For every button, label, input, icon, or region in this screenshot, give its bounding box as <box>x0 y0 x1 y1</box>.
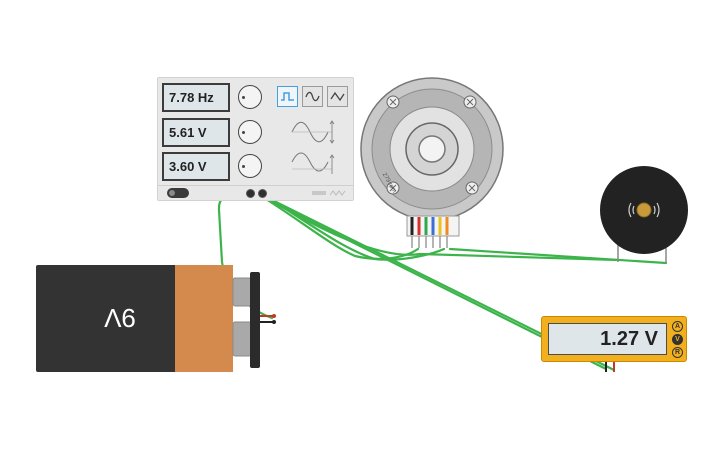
motor-shaft <box>418 135 446 163</box>
mode-voltmeter-button[interactable]: V <box>672 334 683 345</box>
frequency-display: 7.78 Hz <box>162 83 230 112</box>
battery-label: 9V <box>104 303 136 334</box>
sine-wave-icon <box>305 91 320 102</box>
battery-lead-red-tip <box>272 314 276 318</box>
wire-fg-to-motor-a <box>256 192 420 260</box>
dc-motor[interactable] <box>360 77 504 248</box>
square-wave-icon <box>281 92 294 101</box>
triangle-wave-button[interactable] <box>327 86 348 107</box>
brand-logo-icon <box>312 190 346 196</box>
frequency-knob[interactable] <box>238 85 262 109</box>
multimeter-probes <box>605 362 615 372</box>
mode-ammeter-button[interactable]: A <box>672 321 683 332</box>
battery-9v[interactable] <box>36 265 276 372</box>
multimeter[interactable]: 1.27 V A V R <box>541 316 687 362</box>
wires <box>217 192 668 372</box>
amplitude-display: 5.61 V <box>162 118 230 147</box>
output-terminal-positive[interactable] <box>246 189 255 198</box>
amplitude-knob[interactable] <box>238 120 262 144</box>
output-terminal-negative[interactable] <box>258 189 267 198</box>
amplitude-sine-icon <box>291 120 335 144</box>
battery-terminal-bottom <box>232 321 252 357</box>
sine-wave-button[interactable] <box>302 86 323 107</box>
buzzer-center <box>636 202 652 218</box>
battery-cap <box>175 265 233 372</box>
battery-connector-plate <box>250 272 260 368</box>
battery-body <box>36 265 178 372</box>
function-generator[interactable]: 7.78 Hz 5.61 V 3.60 V <box>157 77 354 201</box>
function-generator-footer <box>158 185 353 200</box>
dc-offset-knob[interactable] <box>238 154 262 178</box>
mode-ohmmeter-button[interactable]: R <box>672 347 683 358</box>
offset-sine-icon <box>291 152 335 174</box>
triangle-wave-icon <box>330 91 345 102</box>
battery-lead-black-tip <box>272 320 276 324</box>
piezo-buzzer[interactable] <box>600 166 688 264</box>
sound-waves-icon <box>628 202 660 218</box>
multimeter-display: 1.27 V <box>548 323 667 355</box>
power-toggle[interactable] <box>167 188 189 198</box>
wire-motor-to-buzzer <box>448 247 668 265</box>
motor-leads <box>410 217 449 235</box>
dc-offset-display: 3.60 V <box>162 152 230 181</box>
square-wave-button[interactable] <box>277 86 298 107</box>
battery-terminal-top <box>232 277 252 307</box>
motor-pins <box>411 236 448 248</box>
